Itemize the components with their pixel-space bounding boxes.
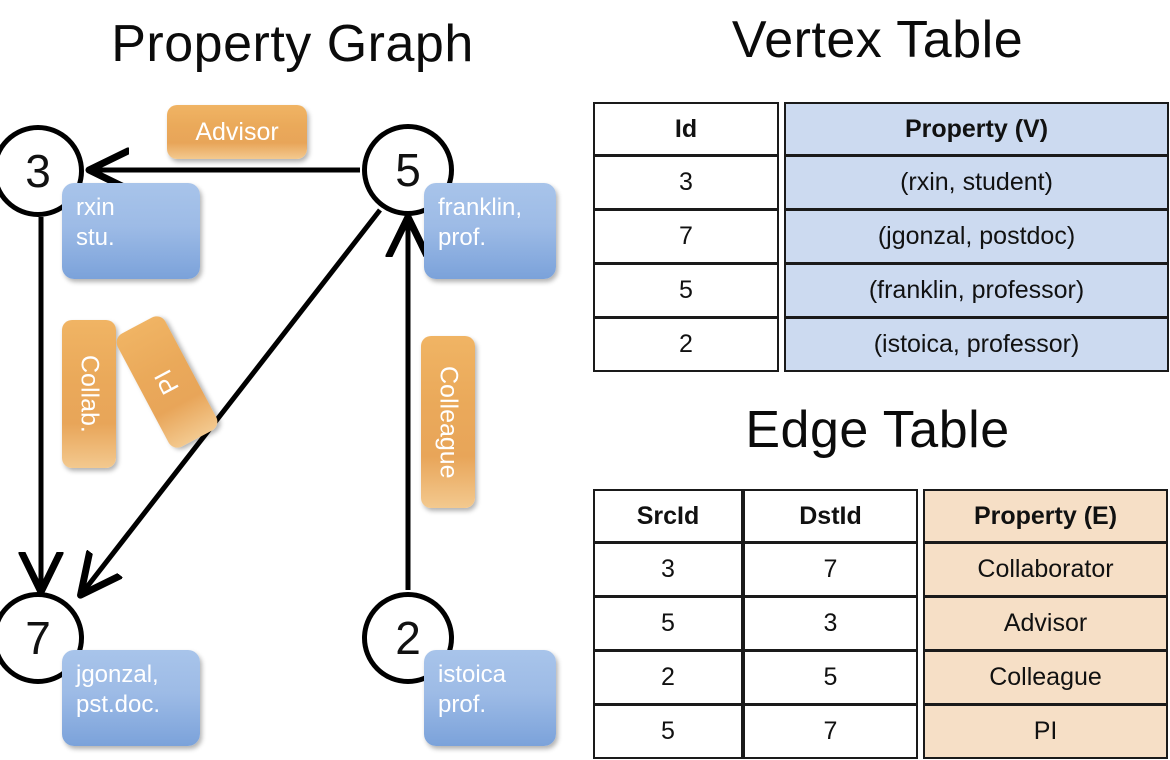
graph-edges-svg — [0, 0, 585, 760]
node-property-rxin-line1: rxin — [76, 194, 115, 221]
edge-table-header-property: Property (E) — [923, 489, 1168, 543]
edge-table-cell-srcid: 5 — [593, 597, 743, 651]
edge-table-header-dstid: DstId — [743, 489, 918, 543]
vertex-table: Id 3 7 5 2 Property (V) (rxin, student) … — [593, 102, 1169, 372]
edge-table-cell-property: Colleague — [923, 651, 1168, 705]
edge-table: SrcId 3 5 2 5 DstId 7 3 5 7 Property (E)… — [593, 489, 1168, 759]
vertex-table-cell-property: (jgonzal, postdoc) — [784, 210, 1169, 264]
node-property-franklin-line2: prof. — [438, 224, 487, 251]
vertex-table-column-id: Id 3 7 5 2 — [593, 102, 779, 372]
edge-table-cell-property: Advisor — [923, 597, 1168, 651]
graph-node-3-label: 3 — [25, 145, 51, 197]
graph-node-5-label: 5 — [395, 144, 421, 196]
edge-5-to-7-pi — [83, 208, 382, 592]
vertex-table-cell-id: 7 — [593, 210, 779, 264]
edge-table-cell-dstid: 5 — [743, 651, 918, 705]
edge-label-advisor-text: Advisor — [195, 117, 279, 146]
page-title-edge-table: Edge Table — [745, 401, 1010, 459]
vertex-table-cell-property: (franklin, professor) — [784, 264, 1169, 318]
edge-table-cell-dstid: 3 — [743, 597, 918, 651]
graph-node-2-label: 2 — [395, 612, 421, 664]
node-property-box-rxin: rxin stu. — [62, 183, 200, 279]
node-property-franklin-line1: franklin, — [438, 194, 523, 221]
page-title-vertex-table: Vertex Table — [731, 11, 1024, 69]
node-property-box-franklin: franklin, prof. — [424, 183, 556, 279]
vertex-table-header-property: Property (V) — [784, 102, 1169, 156]
edge-table-column-srcid: SrcId 3 5 2 5 — [593, 489, 743, 759]
node-property-istoica-line1: istoica — [438, 661, 507, 688]
node-property-istoica-line2: prof. — [438, 691, 487, 718]
page-title-property-graph: Property Graph — [111, 15, 474, 73]
edge-table-cell-property: PI — [923, 705, 1168, 759]
vertex-table-cell-id: 2 — [593, 318, 779, 372]
edge-table-cell-property: Collaborator — [923, 543, 1168, 597]
edge-label-collab-text: Collab. — [75, 355, 104, 433]
edge-table-cell-srcid: 2 — [593, 651, 743, 705]
property-graph-diagram: Advisor Collab. PI Colleague 3 5 7 2 rxi… — [0, 0, 585, 760]
edge-table-cell-srcid: 5 — [593, 705, 743, 759]
graph-node-7-label: 7 — [25, 612, 51, 664]
vertex-table-cell-id: 3 — [593, 156, 779, 210]
node-property-box-jgonzal: jgonzal, pst.doc. — [62, 650, 200, 746]
edge-table-cell-dstid: 7 — [743, 705, 918, 759]
node-property-jgonzal-line1: jgonzal, — [76, 661, 159, 688]
edge-label-colleague-text: Colleague — [434, 365, 463, 479]
edge-table-cell-srcid: 3 — [593, 543, 743, 597]
edge-table-header-srcid: SrcId — [593, 489, 743, 543]
edge-table-cell-dstid: 7 — [743, 543, 918, 597]
node-property-jgonzal-line2: pst.doc. — [76, 691, 161, 718]
edge-label-collab: Collab. — [62, 320, 116, 468]
vertex-table-column-property: Property (V) (rxin, student) (jgonzal, p… — [784, 102, 1169, 372]
edge-label-pi-text: PI — [148, 365, 185, 400]
edge-label-advisor: Advisor — [167, 105, 307, 159]
edge-table-column-dstid: DstId 7 3 5 7 — [743, 489, 918, 759]
vertex-table-cell-id: 5 — [593, 264, 779, 318]
edge-table-column-property: Property (E) Collaborator Advisor Collea… — [923, 489, 1168, 759]
vertex-table-cell-property: (istoica, professor) — [784, 318, 1169, 372]
edge-label-colleague: Colleague — [421, 336, 475, 508]
vertex-table-cell-property: (rxin, student) — [784, 156, 1169, 210]
vertex-table-header-id: Id — [593, 102, 779, 156]
node-property-rxin-line2: stu. — [76, 224, 115, 251]
node-property-box-istoica: istoica prof. — [424, 650, 556, 746]
